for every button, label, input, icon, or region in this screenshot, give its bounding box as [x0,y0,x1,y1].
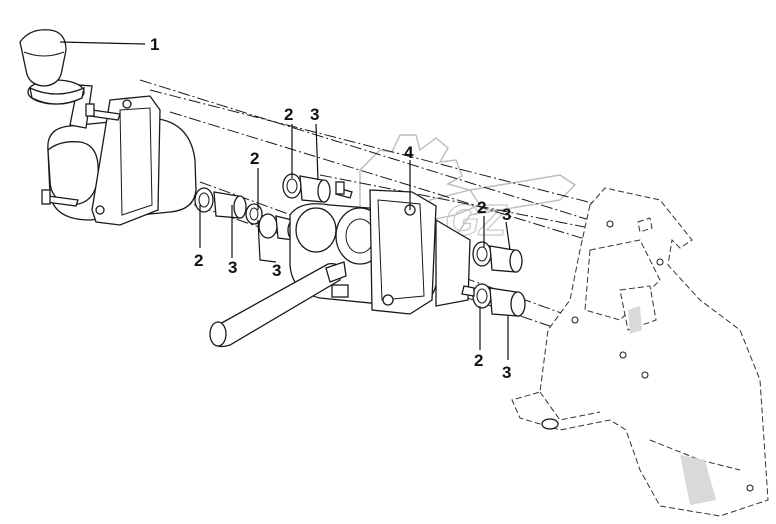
fitting-set-right [461,241,526,317]
hand-control-valve [19,29,197,226]
callout-1: 1 [150,35,159,54]
callout-3: 3 [502,363,511,382]
watermark-gear-logo: GZ [359,134,577,269]
fitting-set-left [194,187,301,241]
callout-2: 2 [250,149,259,168]
callout-2: 2 [194,251,203,270]
callout-2: 2 [284,105,293,124]
assembly-axis-lines [139,79,661,351]
callout-3: 3 [272,261,281,280]
relay-valve-body [209,189,471,348]
callout-2: 2 [474,351,483,370]
callout-leaders [59,41,511,360]
callout-2: 2 [477,198,486,217]
callout-4: 4 [404,143,414,162]
callout-3: 3 [502,205,511,224]
callout-3: 3 [228,258,237,277]
callout-3: 3 [310,105,319,124]
mounting-bracket [511,187,769,517]
